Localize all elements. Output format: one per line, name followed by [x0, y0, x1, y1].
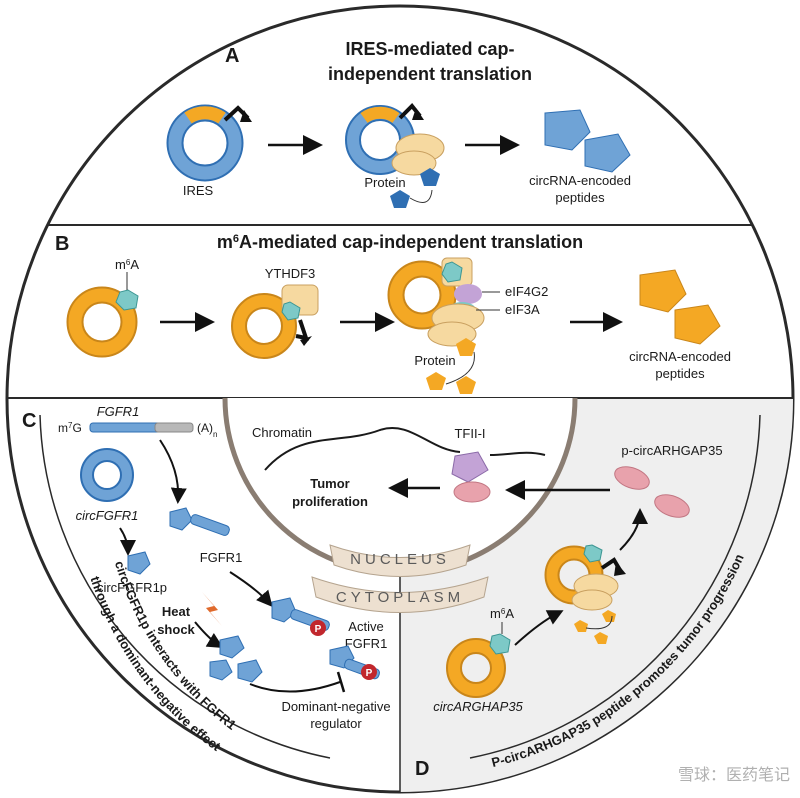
ythdf3-complex — [231, 284, 319, 359]
circfgfr1-label: circFGFR1 — [76, 508, 139, 523]
peptides-label-a-line1: circRNA-encoded — [529, 173, 631, 188]
eif3a-label: eIF3A — [505, 302, 540, 317]
blue-peptide-2 — [584, 133, 631, 173]
heat-peptide-3 — [237, 659, 263, 683]
tumor-label-line1: Tumor — [310, 476, 349, 491]
protein-label-a: Protein — [364, 175, 405, 190]
fgfr1-receptor — [169, 507, 230, 536]
arrow-d-up — [619, 508, 648, 551]
panel-a-letter: A — [225, 45, 239, 67]
cytoplasm-word: CYTOPLASM — [336, 589, 464, 606]
blue-peptide-1 — [544, 109, 591, 151]
arrow-d-translate — [514, 610, 564, 646]
p-circ-peptide-nucleus — [453, 481, 491, 503]
panel-b-letter: B — [55, 233, 69, 255]
dn-label-line2: regulator — [310, 716, 362, 731]
tfii-label: TFII-I — [454, 426, 485, 441]
arrow-c-mrna — [159, 439, 187, 504]
peptides-label-b-line1: circRNA-encoded — [629, 349, 731, 364]
phospho-circle-2 — [361, 664, 377, 680]
circarhgap35-ribosome-complex — [544, 544, 626, 644]
m6a-label-b: m6A — [115, 257, 139, 272]
arrow-c-heat — [194, 621, 224, 649]
circfgfr1p-label: circFGFR1p — [97, 580, 167, 595]
circarhgap35-ring — [446, 622, 511, 698]
heat-label-line1: Heat — [162, 604, 191, 619]
eif4g2-label: eIF4G2 — [505, 284, 548, 299]
orange-peptide-1 — [639, 269, 687, 313]
nucleus-word: NUCLEUS — [350, 551, 450, 568]
panel-a-title-line1: IRES-mediated cap- — [345, 39, 514, 59]
ires-circrna — [166, 104, 252, 182]
active-fgfr1-line2: FGFR1 — [345, 636, 388, 651]
panel-b-title: m6A-mediated cap-independent translation — [217, 232, 583, 252]
circfgfr1-ring — [80, 448, 134, 502]
heat-shock-icon — [202, 592, 222, 626]
watermark: 雪球：医药笔记 — [678, 766, 790, 784]
m7g-label: m7G — [58, 421, 82, 436]
heat-peptide-2 — [209, 659, 233, 681]
panel-d-letter: D — [415, 758, 429, 780]
inhibition-line — [249, 681, 341, 693]
p-circ-peptide-2 — [654, 494, 690, 518]
peptides-label-a-line2: peptides — [555, 190, 605, 205]
inhibition-bar — [336, 671, 346, 693]
inner-arc-right — [469, 414, 761, 759]
fgfr1-gene-label: FGFR1 — [97, 404, 140, 419]
phospho-label-1: P — [315, 624, 322, 635]
heat-peptide-1 — [219, 635, 245, 659]
eif-ribosome-complex — [387, 257, 500, 394]
nucleus-label-bg — [329, 544, 471, 577]
nucleus-interior — [228, 399, 572, 405]
cytoplasm-label-bg — [311, 576, 489, 613]
polya-label: (A)n — [197, 421, 217, 439]
chromatin-strand — [264, 427, 461, 471]
orange-peptide-2 — [674, 304, 721, 345]
panel-a-title-line2: independent translation — [328, 64, 532, 84]
protein-label-b: Protein — [414, 353, 455, 368]
p-circ-label: p-circARHGAP35 — [621, 443, 722, 458]
circfgfr1p-peptide — [127, 551, 151, 575]
arrow-c-circ — [119, 527, 136, 556]
chromatin-label: Chromatin — [252, 425, 312, 440]
dn-label-line1: Dominant-negative — [281, 699, 390, 714]
arrow-c-active — [229, 571, 273, 608]
tumor-label-line2: proliferation — [292, 494, 368, 509]
m6a-circrna — [66, 272, 139, 358]
circarhgap35-label: circARGHAP35 — [433, 699, 523, 714]
peptides-label-b-line2: peptides — [655, 366, 705, 381]
ythdf3-label: YTHDF3 — [265, 266, 316, 281]
chromatin-strand-2 — [489, 451, 546, 456]
tfii-protein — [451, 451, 489, 483]
heat-label-line2: shock — [157, 622, 195, 637]
fgfr1-mrna-tail — [154, 422, 194, 433]
p-circ-peptide-1 — [614, 466, 650, 490]
phospho-label-2: P — [366, 668, 373, 679]
phospho-circle-1 — [310, 620, 326, 636]
ires-ribosome-complex — [345, 103, 445, 208]
active-fgfr1-head — [271, 597, 297, 623]
inner-arc-left — [39, 414, 331, 759]
panel-c-letter: C — [22, 410, 36, 432]
active-fgfr1-line1: Active — [348, 619, 383, 634]
fgfr1-protein-label: FGFR1 — [200, 550, 243, 565]
ires-label: IRES — [183, 183, 214, 198]
m6a-label-d: m6A — [490, 606, 514, 621]
